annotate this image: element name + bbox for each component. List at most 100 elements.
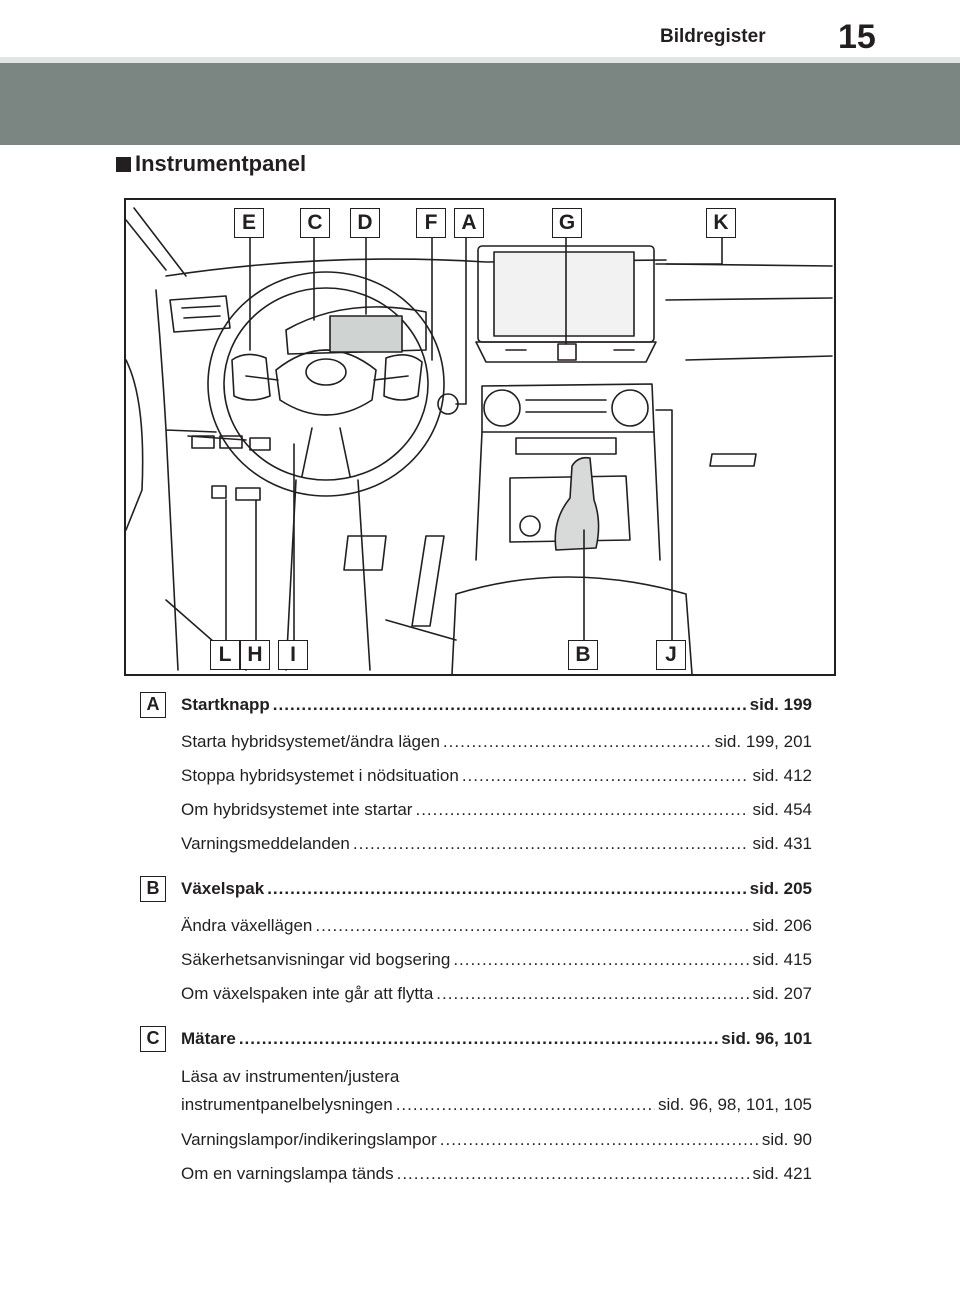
steering-spokes	[245, 375, 409, 477]
lower-switches	[211, 485, 261, 501]
header-band	[0, 63, 960, 145]
entry-title: Startknapp	[181, 695, 270, 714]
item-text: Stoppa hybridsystemet i nödsituation	[181, 766, 459, 785]
accelerator-pedal	[411, 535, 445, 627]
square-bullet-icon	[116, 156, 131, 172]
item-page-ref: sid. 96, 98, 101, 105	[657, 1095, 812, 1114]
item-text: instrumentpanelbelysningen	[181, 1095, 393, 1114]
brake-pedal	[343, 535, 387, 571]
steering-hub	[275, 349, 377, 416]
item-text: Ändra växellägen	[181, 916, 313, 935]
callout-a: A	[454, 208, 484, 238]
item-page-ref: sid. 90	[761, 1130, 812, 1149]
list-item: Om hybridsystemet inte startar sid. 454	[181, 799, 812, 821]
console-sides	[475, 431, 661, 561]
leader-dots	[440, 1129, 759, 1151]
steering-wheel-rim	[207, 271, 445, 497]
page-title: Bildregister	[660, 26, 766, 47]
callout-f: F	[416, 208, 446, 238]
entry-title: Mätare	[181, 1029, 236, 1048]
item-page-ref: sid. 431	[752, 834, 812, 853]
list-item: Stoppa hybridsystemet i nödsituation sid…	[181, 765, 812, 787]
header-rule	[0, 57, 960, 63]
list-item: Om växelspaken inte går att flytta sid. …	[181, 983, 812, 1005]
leader-dots	[397, 1163, 750, 1185]
climate-buttons	[515, 399, 617, 455]
screen-button-bar	[475, 341, 657, 363]
right-dash-detail	[685, 355, 833, 467]
callout-c: C	[300, 208, 330, 238]
steering-wheel-inner-rim	[223, 287, 429, 481]
leader-dots	[462, 765, 750, 787]
item-page-ref: sid. 206	[752, 916, 812, 935]
item-text: Säkerhetsanvisningar vid bogsering	[181, 950, 451, 969]
entry-page-ref: sid. 199	[749, 695, 812, 714]
leader-dots	[239, 1028, 718, 1050]
left-climate-knob	[483, 389, 521, 427]
leader-dots	[396, 1094, 655, 1116]
list-item: Starta hybridsystemet/ändra lägen sid. 1…	[181, 731, 812, 753]
leader-dots	[443, 731, 712, 753]
leader-k	[655, 235, 723, 265]
entry-label: A	[140, 692, 166, 718]
entry-title: Växelspak	[181, 879, 265, 898]
steering-right-buttons	[383, 354, 423, 401]
right-climate-knob	[611, 389, 649, 427]
meter-display	[329, 315, 403, 353]
console-armrest	[451, 576, 693, 674]
item-page-ref: sid. 415	[752, 950, 812, 969]
leader-dots	[453, 949, 749, 971]
item-text: Om växelspaken inte går att flytta	[181, 984, 434, 1003]
door-panel	[126, 359, 144, 531]
center-button	[557, 343, 577, 361]
toyota-emblem	[305, 358, 347, 386]
shift-lever	[554, 456, 600, 551]
leader-dots	[353, 833, 750, 855]
callout-h: H	[240, 640, 270, 670]
callout-i: I	[278, 640, 308, 670]
leader-dots	[273, 694, 747, 716]
callout-g: G	[552, 208, 582, 238]
switch-row	[191, 435, 271, 451]
leader-dots	[436, 983, 749, 1005]
item-text: Om en varningslampa tänds	[181, 1164, 394, 1183]
callout-l: L	[210, 640, 240, 670]
a-pillar-line	[126, 207, 187, 277]
entry-heading: Mätare sid. 96, 101	[181, 1028, 812, 1050]
list-item: Ändra växellägen sid. 206	[181, 915, 812, 937]
start-button	[437, 393, 459, 415]
dashboard-illustration	[126, 207, 833, 674]
leader-j	[655, 409, 673, 645]
leader-a	[455, 235, 467, 405]
dashboard-top-line	[165, 258, 667, 277]
entry-label: B	[140, 876, 166, 902]
callout-d: D	[350, 208, 380, 238]
page-number: 15	[838, 18, 876, 56]
entry-label: C	[140, 1026, 166, 1052]
callout-b: B	[568, 640, 598, 670]
list-item: Varningslampor/indikeringslampor sid. 90	[181, 1129, 812, 1151]
item-page-ref: sid. 207	[752, 984, 812, 1003]
section-title: Instrumentpanel	[116, 151, 306, 177]
item-page-ref: sid. 454	[752, 800, 812, 819]
multimedia-screen	[493, 251, 635, 337]
list-item-first-line: Läsa av instrumenten/justera	[181, 1067, 400, 1086]
section-title-text: Instrumentpanel	[135, 151, 307, 176]
left-vent	[169, 295, 231, 333]
list-item: Varningsmeddelanden sid. 431	[181, 833, 812, 855]
item-text: Om hybridsystemet inte startar	[181, 800, 413, 819]
callout-e: E	[234, 208, 264, 238]
list-item: instrumentpanelbelysningen sid. 96, 98, …	[181, 1094, 812, 1116]
steering-left-buttons	[231, 353, 271, 401]
entry-page-ref: sid. 96, 101	[721, 1029, 812, 1048]
callout-j: J	[656, 640, 686, 670]
item-page-ref: sid. 421	[752, 1164, 812, 1183]
list-item: Om en varningslampa tänds sid. 421	[181, 1163, 812, 1185]
leader-dots	[415, 799, 749, 821]
callout-k: K	[706, 208, 736, 238]
entry-page-ref: sid. 205	[749, 879, 812, 898]
instrument-panel-figure: E C D F A G K L H I B J	[124, 198, 836, 676]
entry-heading: Växelspak sid. 205	[181, 878, 812, 900]
item-page-ref: sid. 199, 201	[714, 732, 812, 751]
leader-dots	[267, 878, 746, 900]
